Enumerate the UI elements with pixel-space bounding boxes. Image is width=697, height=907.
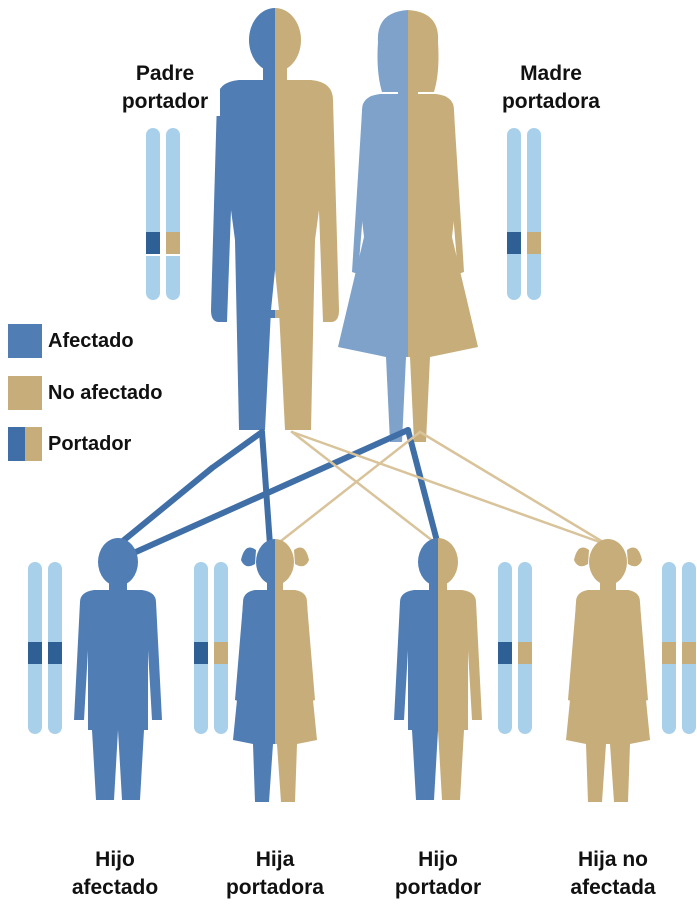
- legend-item-carrier: Portador: [8, 425, 208, 463]
- father-figure: [211, 8, 339, 430]
- child-1-figure: [74, 538, 162, 800]
- child-1-label: Hijo afectado: [50, 846, 180, 902]
- mother-figure: [338, 10, 478, 442]
- father-chromosomes: [146, 128, 180, 300]
- affected-swatch: [8, 324, 42, 358]
- father-label-line1: Padre: [135, 62, 195, 85]
- father-label: Padre portador: [110, 60, 220, 116]
- child-2-chromosomes: [194, 562, 228, 734]
- child-2-label: Hija portadora: [210, 846, 340, 902]
- mother-label-line2: portadora: [501, 90, 600, 113]
- legend-unaffected-label: No afectado: [48, 381, 163, 404]
- inheritance-lines: [115, 427, 610, 563]
- child-3-label-line1: Hijo: [418, 848, 458, 871]
- child-4-label: Hija no afectada: [548, 846, 678, 902]
- child-2-label-line2: portadora: [225, 876, 324, 899]
- child-1-label-line2: afectado: [71, 876, 159, 899]
- mother-label: Madre portadora: [486, 60, 616, 116]
- child-4-figure: [566, 539, 650, 802]
- child-1-label-line1: Hijo: [95, 848, 135, 871]
- child-3-figure: [394, 538, 482, 800]
- child-3-label: Hijo portador: [378, 846, 498, 902]
- child-2-label-line1: Hija: [255, 848, 295, 871]
- mother-chromosomes: [507, 128, 541, 300]
- child-3-label-line2: portador: [394, 876, 482, 899]
- child-3-chromosomes: [498, 562, 532, 734]
- carrier-swatch: [8, 427, 42, 461]
- legend-item-affected: Afectado: [8, 322, 208, 360]
- mother-label-line1: Madre: [520, 62, 582, 85]
- unaffected-swatch: [8, 376, 42, 410]
- child-4-label-line2: afectada: [570, 876, 656, 899]
- father-label-line2: portador: [121, 90, 209, 113]
- legend-carrier-label: Portador: [48, 432, 132, 455]
- child-1-chromosomes: [28, 562, 62, 734]
- child-2-figure: [233, 539, 317, 802]
- legend-item-unaffected: No afectado: [8, 374, 208, 412]
- child-4-chromosomes: [662, 562, 696, 734]
- legend-affected-label: Afectado: [48, 329, 134, 352]
- child-4-label-line1: Hija no: [577, 848, 648, 871]
